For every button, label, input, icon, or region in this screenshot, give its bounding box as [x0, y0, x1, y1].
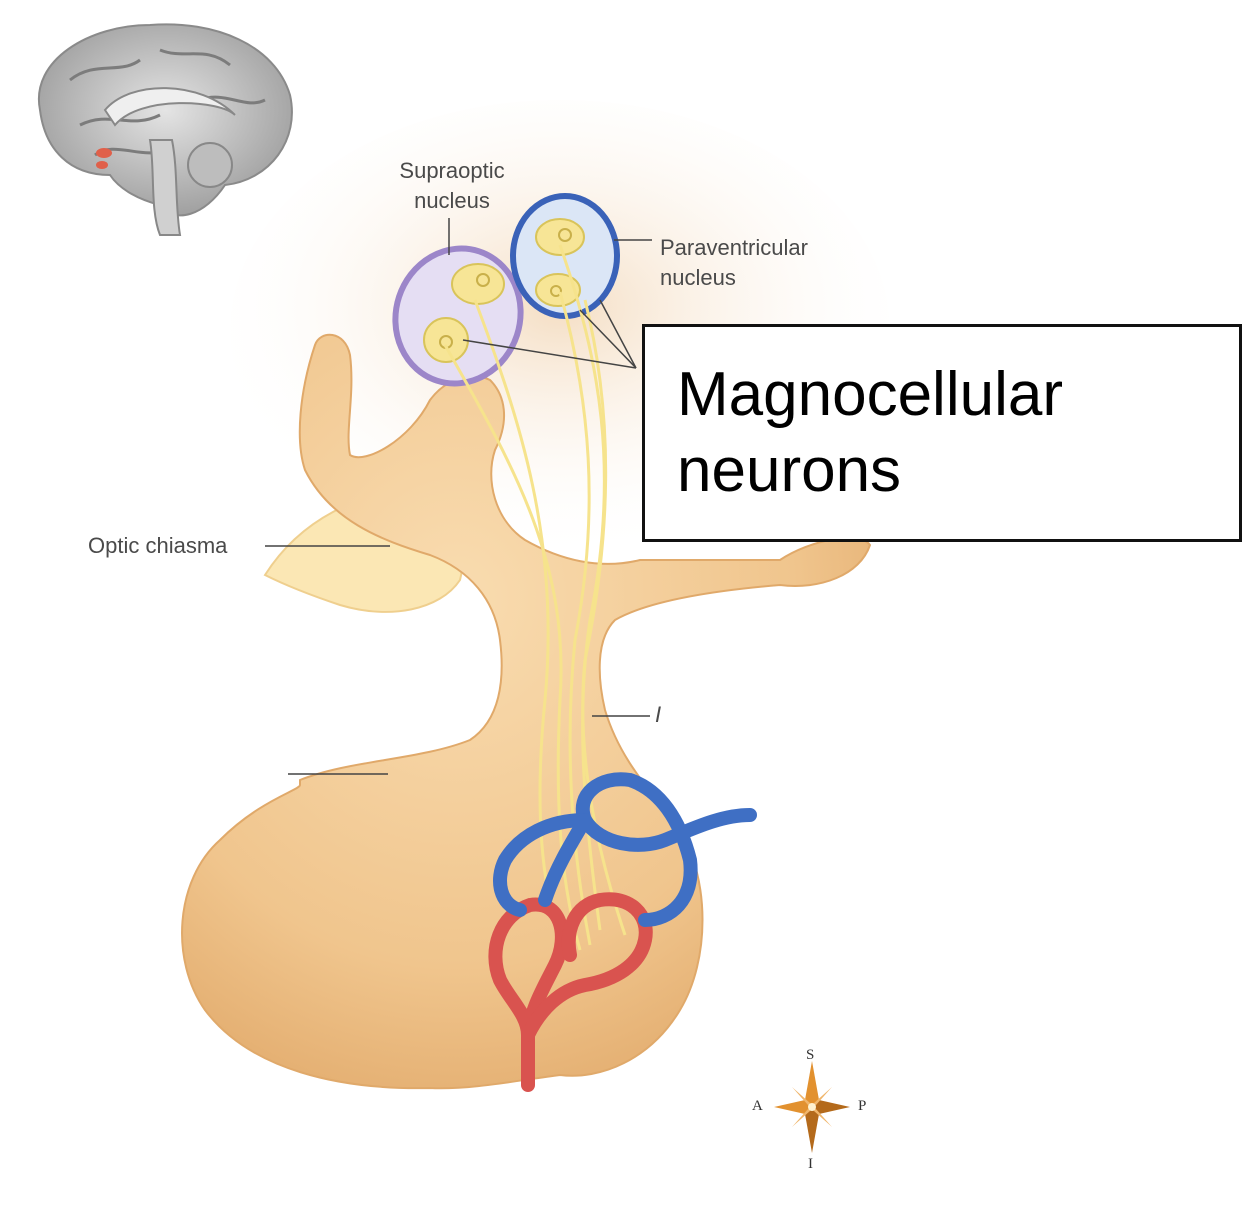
leader-lines: [265, 218, 652, 775]
paraventricular-label: Paraventricular nucleus: [660, 233, 808, 293]
supraoptic-label-line1: Supraoptic: [399, 158, 505, 183]
supraoptic-label-line2: nucleus: [414, 188, 490, 213]
paraventricular-label-line2: nucleus: [660, 265, 736, 290]
brain-thumbnail: [37, 23, 293, 236]
compass-rose: [774, 1061, 850, 1153]
callout-line2: neurons: [677, 436, 902, 505]
magnocellular-callout: Magnocellular neurons: [642, 324, 1242, 542]
artery-vessel: [488, 892, 653, 1092]
optic-chiasma-label: Optic chiasma: [88, 533, 228, 558]
supraoptic-label: Supraoptic nucleus: [372, 156, 532, 216]
paraventricular-label-line1: Paraventricular: [660, 235, 808, 260]
compass-south-label: I: [808, 1156, 813, 1172]
compass-west-label: A: [752, 1098, 763, 1114]
callout-text: Magnocellular neurons: [677, 357, 1063, 509]
infundibulum-tissue: [181, 333, 872, 1090]
compass-north-label: S: [806, 1047, 815, 1063]
compass-east-label: P: [858, 1098, 867, 1114]
supraoptic-nucleus: [392, 245, 524, 387]
infundibulum-label-fragment: I: [655, 702, 662, 727]
callout-line1: Magnocellular: [677, 360, 1063, 429]
vein-vessel: [493, 772, 757, 927]
